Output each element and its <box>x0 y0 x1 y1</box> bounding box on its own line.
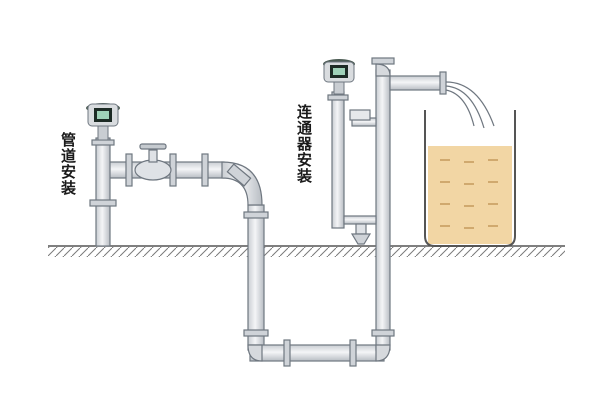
level-transmitter-icon <box>86 103 120 141</box>
water-stream <box>445 81 495 129</box>
underground-u-pipe <box>243 69 395 367</box>
gate-valve-icon <box>134 143 172 181</box>
liquid-tank <box>424 110 516 247</box>
label-pipe-installation: 管道安装 <box>59 132 77 196</box>
communicating-transmitter-icon <box>323 59 355 95</box>
ground <box>48 245 565 257</box>
horizontal-pipe <box>103 153 263 206</box>
label-communicating-installation: 连通器安装 <box>295 104 313 184</box>
communicating-vessel-assembly <box>327 91 377 245</box>
pipe-installation-assembly <box>89 137 117 247</box>
outlet-pipe <box>371 57 447 95</box>
